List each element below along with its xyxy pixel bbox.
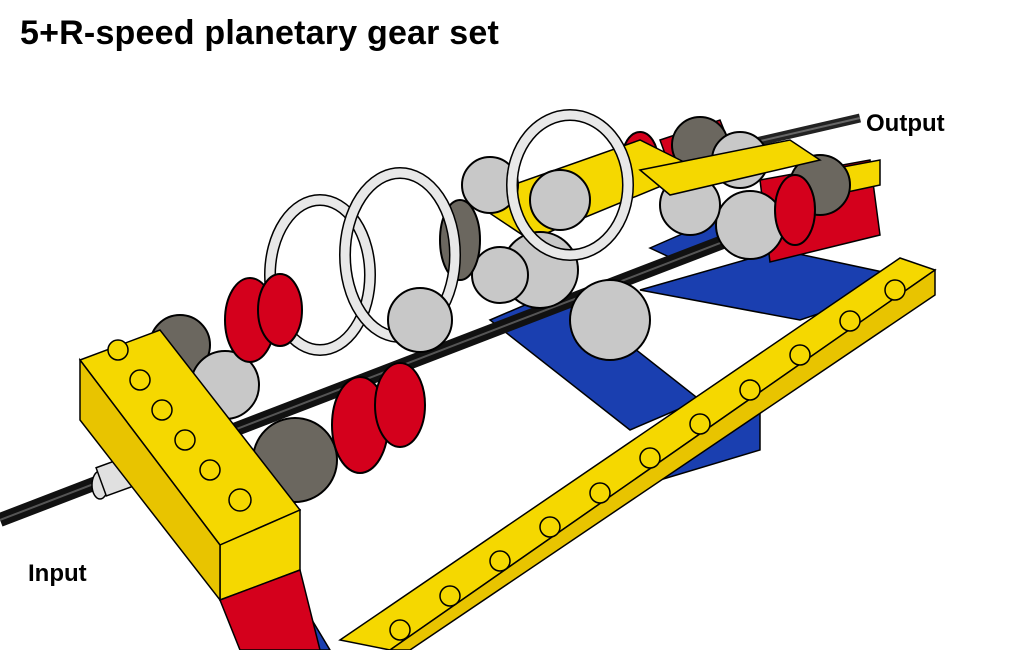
white-ring-gear-2 xyxy=(339,167,461,353)
red-bushes xyxy=(224,273,426,474)
middle-gear-cluster xyxy=(439,156,651,361)
output-label: Output xyxy=(866,110,945,137)
input-label: Input xyxy=(28,560,87,587)
page-title: 5+R-speed planetary gear set xyxy=(20,14,499,52)
white-ring-gear-1 xyxy=(264,194,376,356)
front-yellow-liftarm xyxy=(78,329,321,650)
long-yellow-beam xyxy=(338,257,937,650)
white-ring-gear-3 xyxy=(506,109,634,261)
